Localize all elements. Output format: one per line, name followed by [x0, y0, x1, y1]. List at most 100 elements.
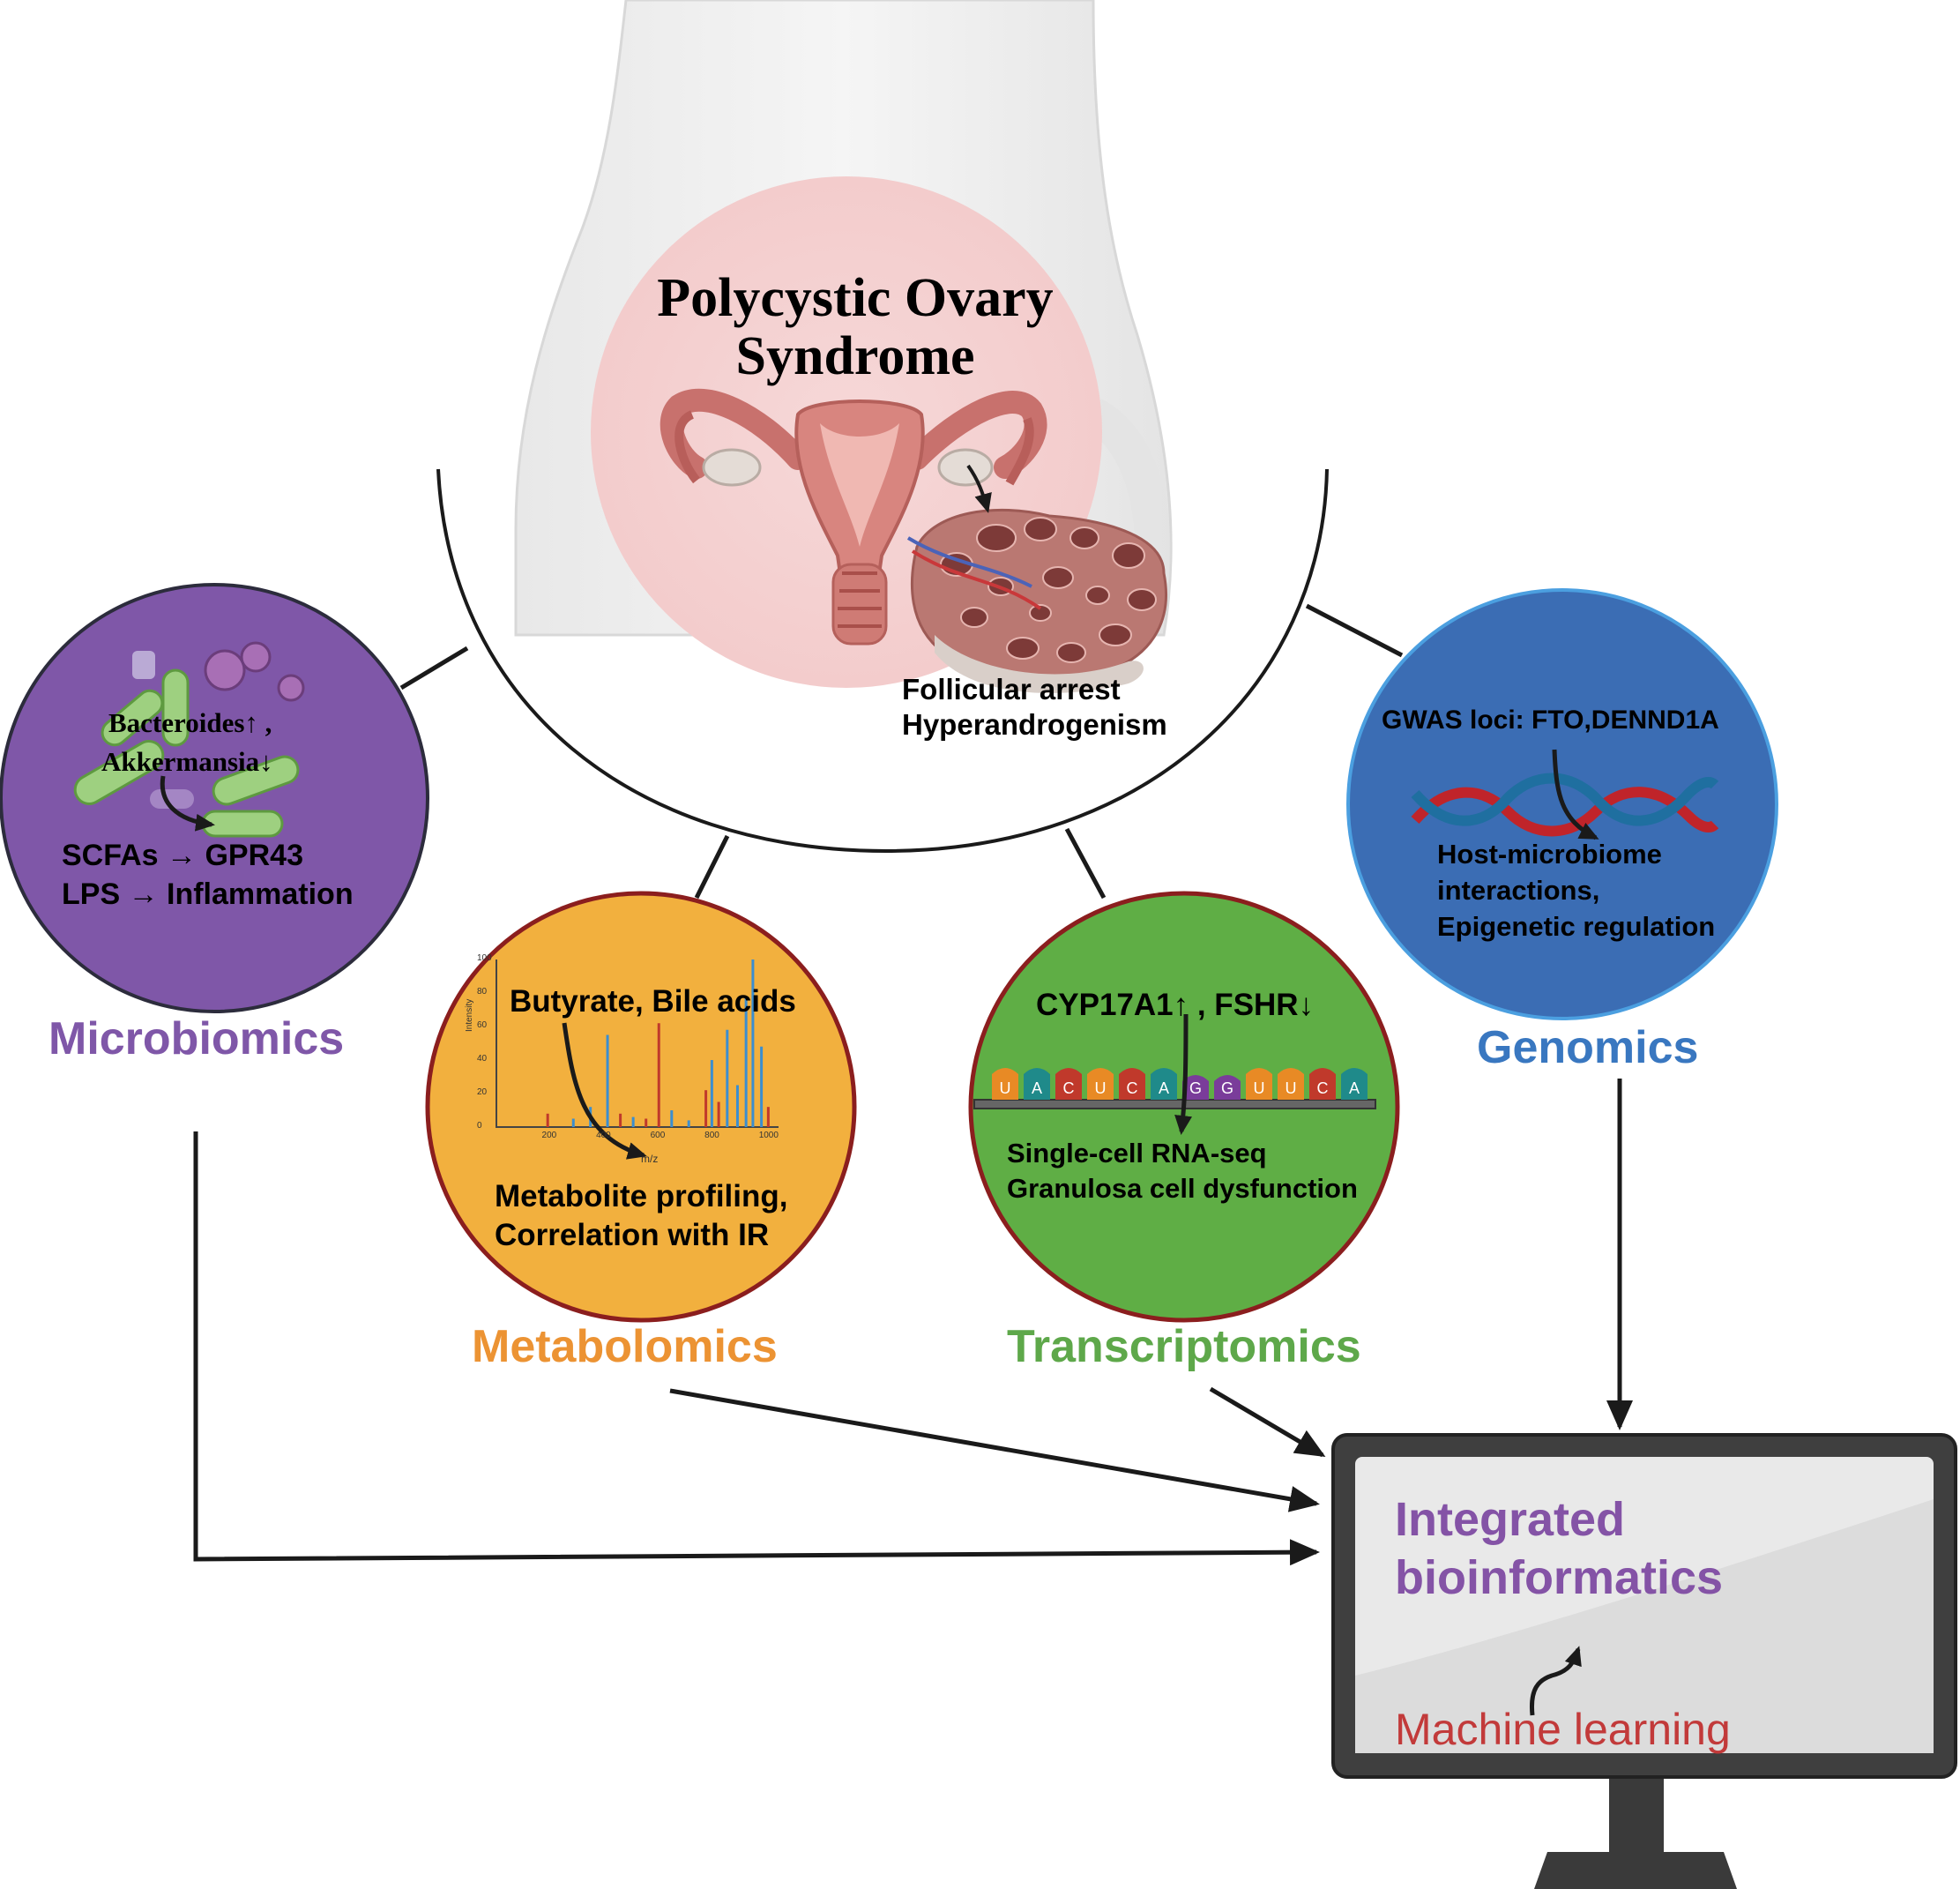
metabolomics-label: Metabolomics — [472, 1321, 778, 1372]
genomics-inner-arrow — [1552, 749, 1599, 840]
pcos-title-line1: Polycystic Ovary — [657, 268, 1054, 328]
transcriptomics-bottom-text: Single-cell RNA-seq Granulosa cell dysfu… — [1007, 1136, 1358, 1206]
rna-base — [1087, 1068, 1114, 1100]
spectrum-x-label: m/z — [641, 1153, 659, 1165]
monitor-stand-neck — [1609, 1773, 1664, 1861]
genomics-label: Genomics — [1477, 1022, 1699, 1073]
connector-microbiomics — [399, 646, 469, 691]
spectrum-x-tick: 1000 — [758, 1131, 779, 1140]
rna-base — [1151, 1068, 1177, 1100]
ovary-right — [937, 448, 994, 487]
mechanism-line-lps: LPS → Inflammation — [62, 877, 354, 911]
microbiomics-mechanism-text: SCFAs → GPR43 LPS → Inflammation — [62, 836, 354, 914]
uterus-illustration — [660, 388, 1047, 646]
spectrum-x-tick: 400 — [596, 1131, 611, 1140]
uterus-cavity — [820, 423, 899, 547]
rna-base — [1119, 1068, 1145, 1100]
genomics-line-host: Host-microbiome — [1437, 839, 1662, 870]
dna-helix — [1411, 773, 1719, 837]
rna-base-letter: U — [1254, 1079, 1265, 1097]
mechanism-line-scfas: SCFAs → GPR43 — [62, 839, 303, 872]
rna-base-letter: A — [1159, 1079, 1169, 1097]
spectrum-y-tick: 0 — [477, 1121, 482, 1131]
ovary-left — [702, 448, 762, 487]
metabolomics-line-profiling: Metabolite profiling, — [495, 1179, 788, 1213]
rna-base-letter: A — [1032, 1079, 1042, 1097]
rna-backbone — [973, 1099, 1376, 1109]
metabolomics-circle — [425, 891, 857, 1323]
ovary-vessel-red — [911, 549, 1042, 610]
rna-base — [1024, 1068, 1050, 1100]
ovary-zoom-arrow — [966, 464, 992, 513]
rna-base — [1341, 1068, 1368, 1100]
spectrum-x-tick: 200 — [541, 1131, 557, 1140]
genomics-line-epigenetic: Epigenetic regulation — [1437, 911, 1716, 942]
rna-base — [1182, 1075, 1209, 1100]
bacteria-illustration — [73, 641, 305, 838]
pcos-feature-follicular-arrest: Follicular arrest — [902, 673, 1121, 706]
ovary-base-tissue — [935, 635, 1144, 693]
pcos-bowl-arc — [436, 468, 1329, 854]
metabolomics-inner-arrow — [562, 1022, 647, 1160]
connector-genomics — [1305, 603, 1404, 658]
rna-base-letter: C — [1127, 1079, 1138, 1097]
microbiomics-inner-arrow — [160, 775, 215, 832]
ovary-cysts — [940, 517, 1157, 663]
cervix — [831, 563, 888, 646]
flow-arrow-metabolomics — [669, 1388, 1320, 1512]
monitor-stand-base — [1534, 1852, 1737, 1889]
ovary-vessel-blue — [906, 536, 1032, 588]
rna-base-letter: C — [1317, 1079, 1329, 1097]
metabolomics-bottom-text: Metabolite profiling, Correlation with I… — [495, 1177, 787, 1255]
transcriptomics-inner-arrow — [1174, 1013, 1193, 1135]
monitor-title: Integrated bioinformatics — [1395, 1490, 1723, 1607]
genomics-bottom-text: Host-microbiome interactions, Epigenetic… — [1437, 836, 1715, 944]
spectrum-y-tick: 80 — [477, 987, 488, 997]
bacteria-line-bacteroides: Bacteroides↑ , — [108, 707, 272, 738]
spectrum-y-tick: 100 — [477, 953, 492, 963]
polycystic-ovary — [906, 508, 1167, 693]
rna-base-letter: U — [1286, 1079, 1297, 1097]
rna-base — [1214, 1075, 1241, 1100]
bacteria-line-akkermansia: Akkermansia↓ — [101, 746, 273, 777]
machine-learning-arrow — [1529, 1646, 1582, 1716]
spectrum-x-tick: 600 — [650, 1131, 666, 1140]
monitor-title-line1: Integrated — [1395, 1493, 1626, 1546]
spectrum-axes — [496, 959, 779, 1128]
monitor — [1331, 1433, 1957, 1889]
spectrum-y-label: Intensity — [465, 998, 474, 1032]
flow-arrow-transcriptomics — [1209, 1386, 1326, 1458]
rna-base — [1246, 1068, 1272, 1100]
spectrum-y-tick: 40 — [477, 1054, 488, 1064]
rna-base — [1278, 1068, 1304, 1100]
fimbriae-right — [1005, 417, 1034, 486]
spectrum-x-tick: 800 — [704, 1131, 719, 1140]
transcriptomics-top-text: CYP17A1↑ , FSHR↓ — [1036, 988, 1315, 1022]
genomics-top-text: GWAS loci: FTO,DENND1A — [1382, 706, 1719, 735]
rna-base-letter: G — [1221, 1079, 1233, 1097]
microbiomics-bacteria-text: Bacteroides↑ , Akkermansia↓ — [101, 704, 273, 781]
machine-learning-label: Machine learning — [1395, 1705, 1731, 1754]
transcriptomics-label: Transcriptomics — [1007, 1321, 1361, 1372]
spectrum-y-tick: 20 — [477, 1087, 488, 1097]
transcriptomics-line-granulosa: Granulosa cell dysfunction — [1007, 1173, 1358, 1204]
pcos-features: Follicular arrest Hyperandrogenism — [902, 672, 1167, 743]
connector-metabolomics — [694, 834, 730, 900]
flow-arrow-microbiomics — [193, 1131, 1320, 1566]
mass-spectrum-plot — [496, 959, 779, 1128]
rna-base — [1055, 1068, 1082, 1100]
metabolomics-top-text: Butyrate, Bile acids — [510, 984, 796, 1019]
monitor-title-line2: bioinformatics — [1395, 1551, 1724, 1604]
metabolomics-line-correlation: Correlation with IR — [495, 1218, 770, 1252]
microbiomics-label: Microbiomics — [48, 1013, 345, 1064]
monitor-screen-glare — [1355, 1499, 1934, 1753]
connector-transcriptomics — [1064, 827, 1107, 900]
rna-base-letter: G — [1189, 1079, 1202, 1097]
transcriptomics-line-scrnaseq: Single-cell RNA-seq — [1007, 1138, 1267, 1168]
pcos-feature-hyperandrogenism: Hyperandrogenism — [902, 708, 1167, 741]
genomics-line-interactions: interactions, — [1437, 875, 1600, 906]
rna-base — [1309, 1068, 1336, 1100]
vaginal-canal — [838, 571, 882, 628]
